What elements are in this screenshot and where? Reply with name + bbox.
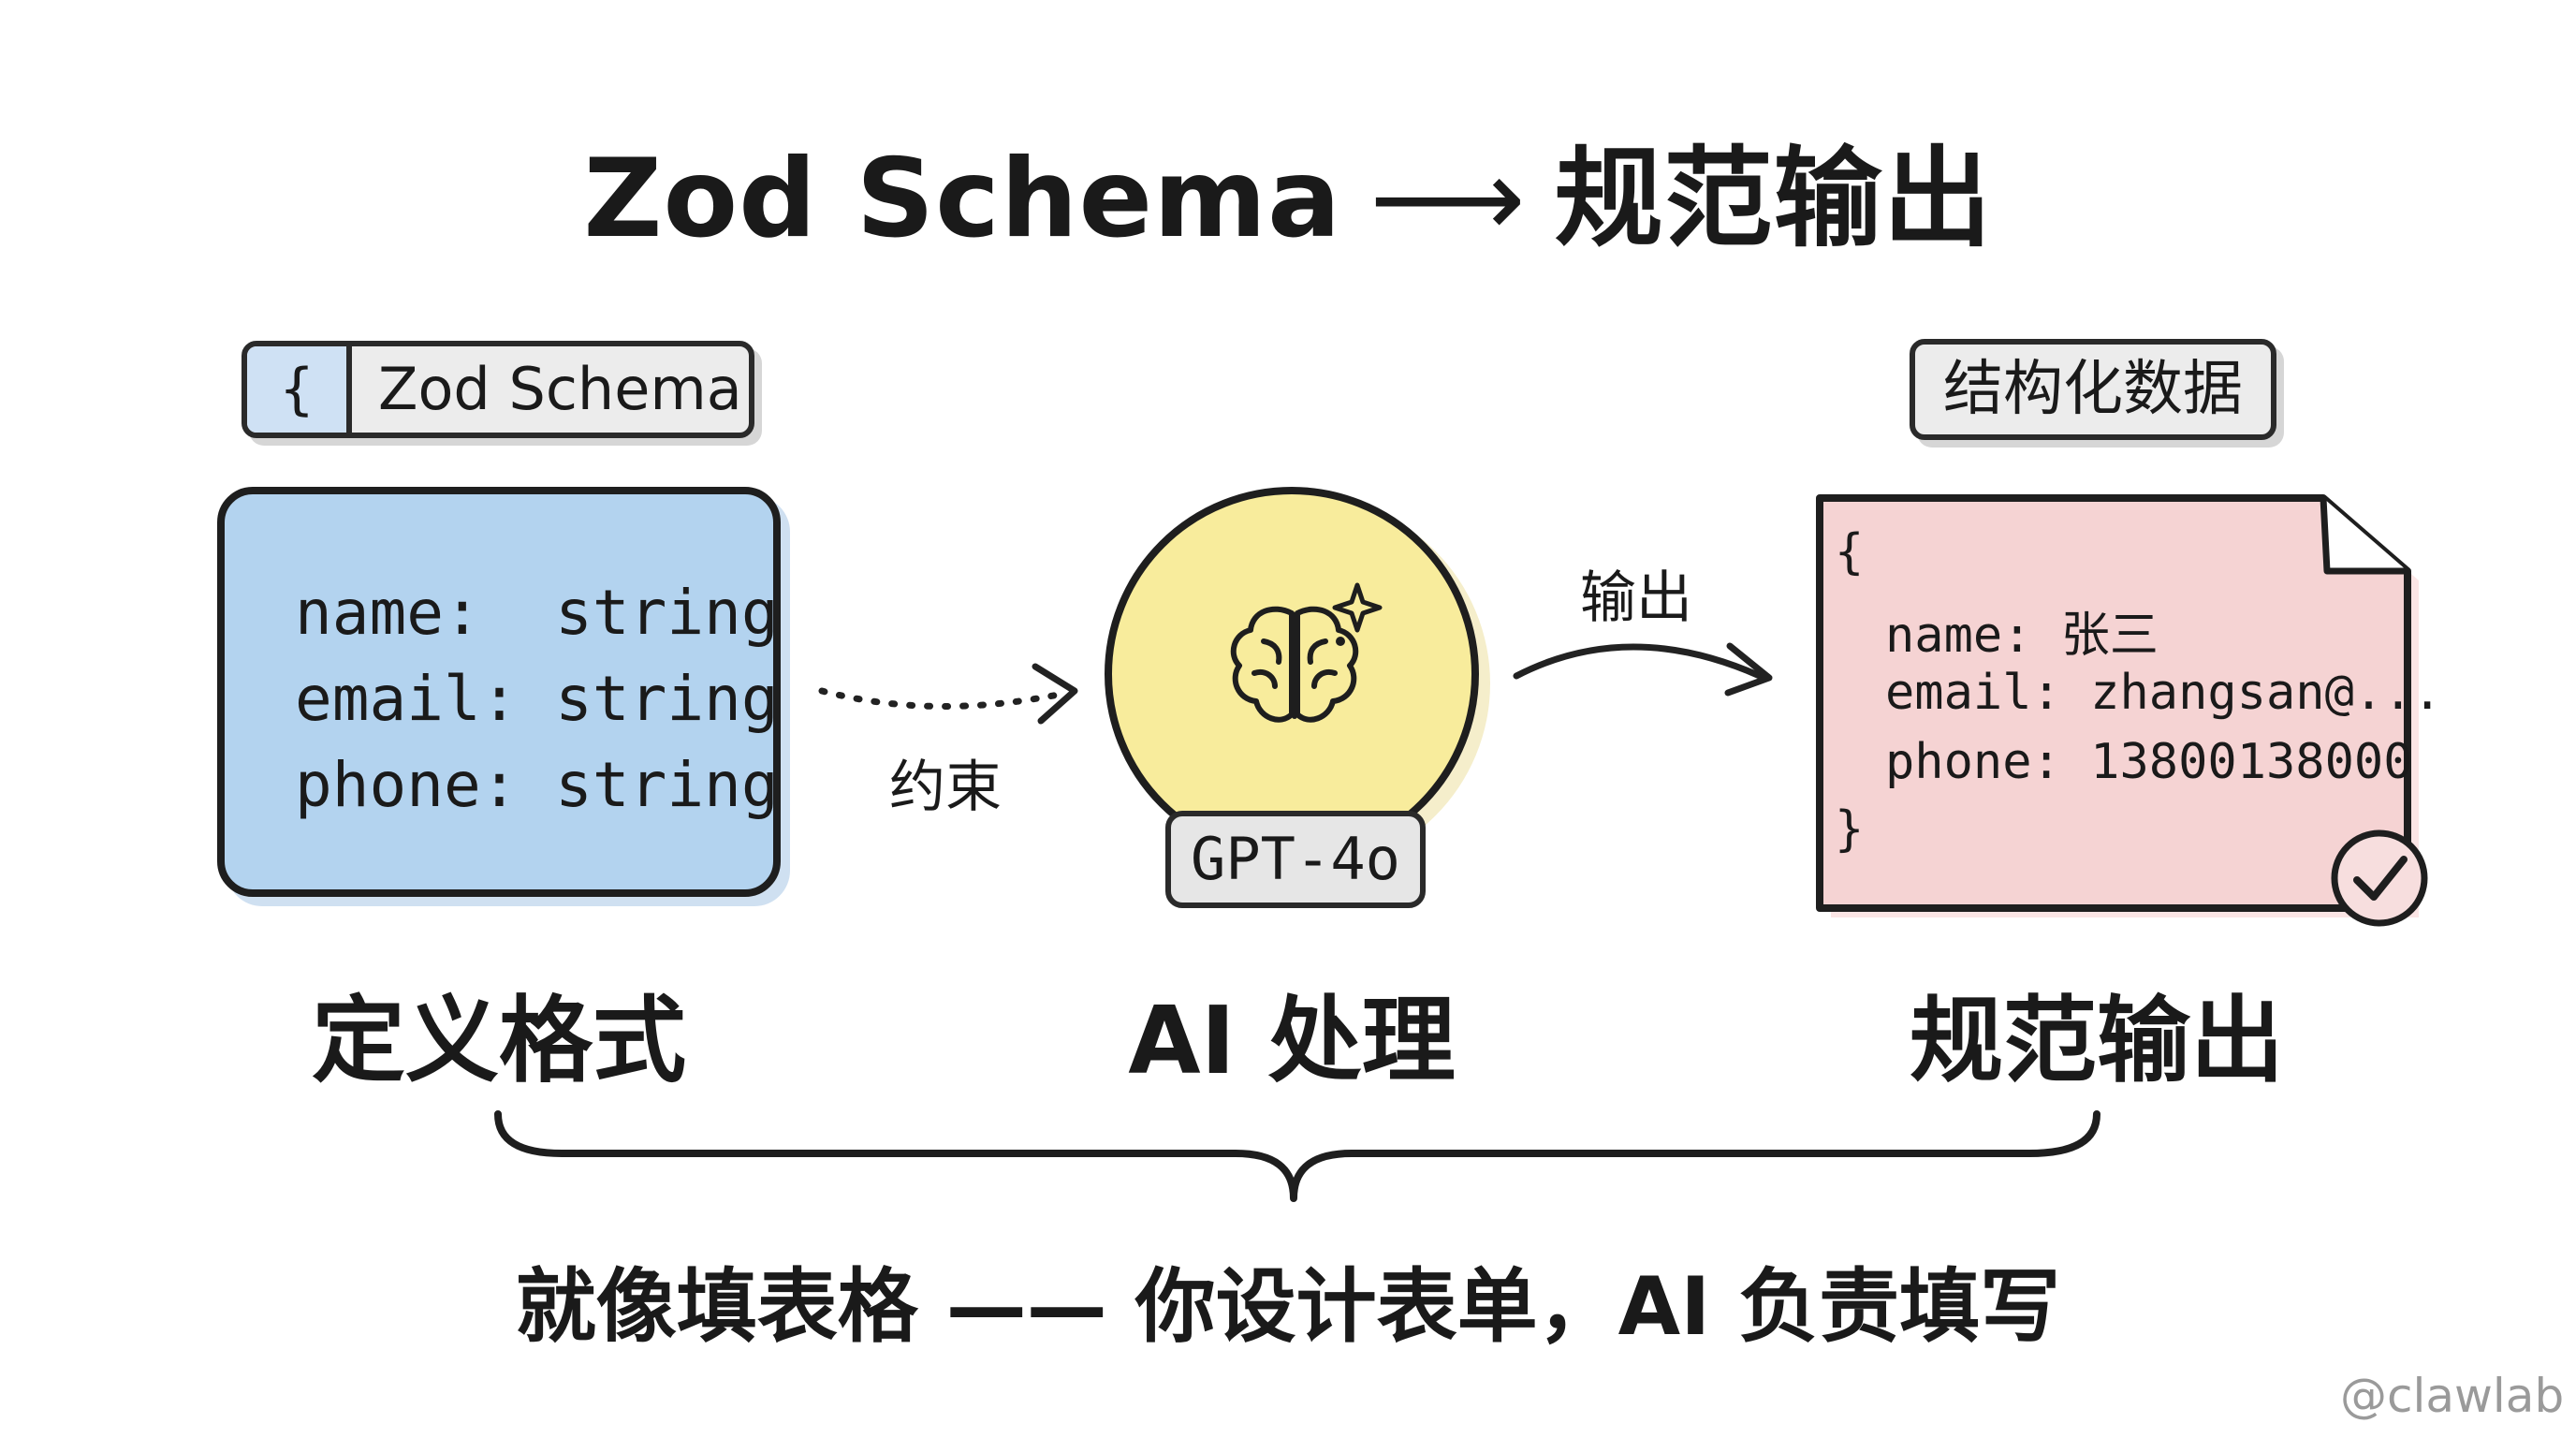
braces-icon: { } — [247, 346, 352, 433]
json-open-brace: { — [1835, 524, 1865, 580]
output-line-name: name: 张三 — [1885, 608, 2159, 664]
folded-corner — [2320, 497, 2408, 575]
page-title: Zod Schema⟶规范输出 — [0, 110, 2576, 268]
caption-ai-process: AI 处理 — [1128, 986, 1456, 1095]
schema-field-name: name: string — [295, 577, 779, 649]
constrain-arrowhead — [1032, 663, 1078, 725]
zod-schema-tag-label: Zod Schema — [378, 355, 742, 423]
grouping-brace — [494, 1110, 2100, 1202]
caption-standard-output: 规范输出 — [1910, 986, 2284, 1095]
brain-sparkle-icon — [1230, 582, 1383, 723]
model-chip: GPT-4o — [1165, 811, 1426, 908]
structured-data-tag: 结构化数据 — [1910, 339, 2276, 440]
title-arrow: ⟶ — [1369, 136, 1527, 262]
output-arrow — [1513, 643, 1764, 680]
footer-analogy: 就像填表格 —— 你设计表单，AI 负责填写 — [515, 1260, 2061, 1354]
caption-define-format: 定义格式 — [312, 986, 686, 1095]
output-line-email: email: zhangsan@... — [1885, 665, 2442, 721]
title-left: Zod Schema — [583, 136, 1342, 262]
output-document — [1816, 494, 2428, 927]
schema-field-phone: phone: string — [295, 749, 779, 821]
constrain-arrow — [818, 687, 1071, 711]
output-arrowhead — [1724, 642, 1773, 697]
zod-schema-tag: { } Zod Schema — [242, 341, 754, 438]
json-close-brace: } — [1835, 801, 1865, 858]
constrain-label: 约束 — [889, 755, 1002, 820]
title-right: 规范输出 — [1554, 136, 1993, 262]
output-label: 输出 — [1580, 565, 1692, 631]
watermark: @clawlab — [2340, 1369, 2565, 1423]
schema-definition-card: name: string email: string phone: string — [217, 487, 781, 897]
output-line-phone: phone: 13800138000 — [1885, 734, 2413, 790]
checkmark-circle — [2331, 829, 2428, 927]
schema-field-email: email: string — [295, 663, 779, 735]
document-body — [1816, 494, 2411, 912]
check-icon — [2353, 856, 2408, 901]
